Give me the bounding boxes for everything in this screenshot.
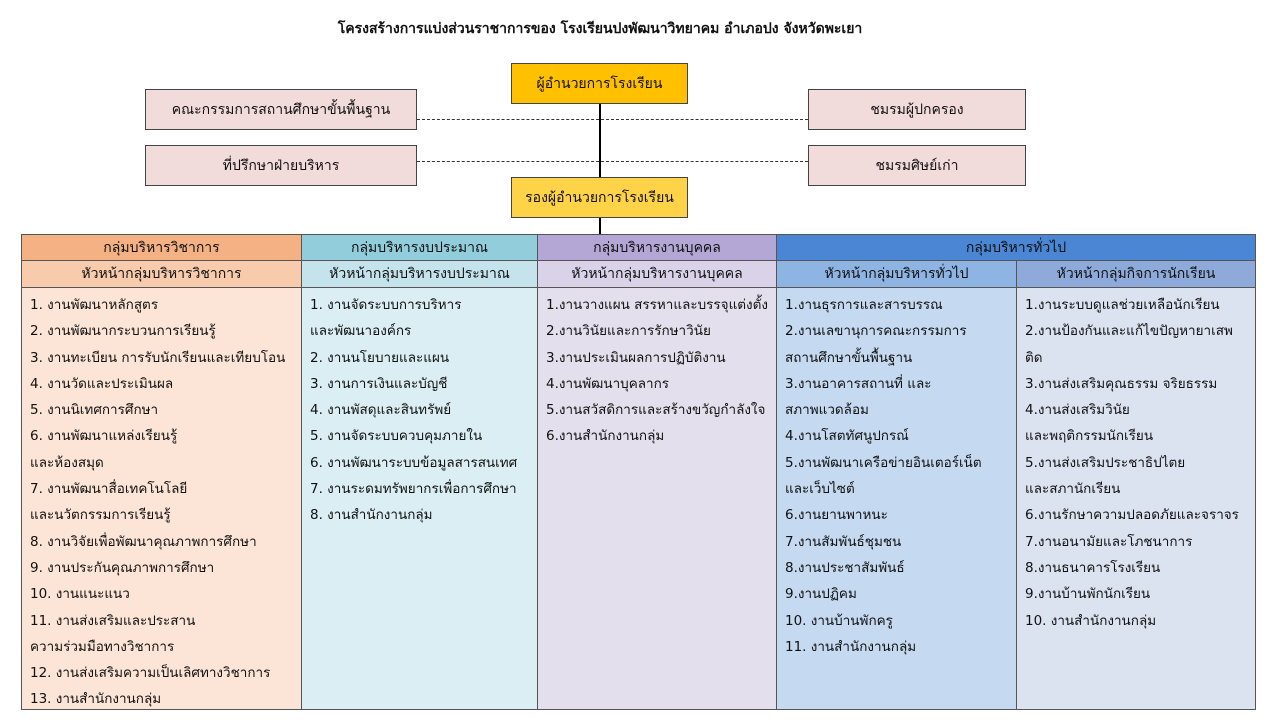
list-item: 8. งานสำนักงานกลุ่ม [310, 507, 433, 524]
list-item: 4. งานพัสดุและสินทรัพย์ [310, 402, 452, 419]
head-budget: หัวหน้ากลุ่มบริหารงบประมาณ [301, 260, 538, 288]
head-student: หัวหน้ากลุ่มกิจการนักเรียน [1016, 260, 1256, 288]
list-item: 4. งานวัดและประเมินผล [30, 375, 174, 392]
list-item: 7.งานสัมพันธ์ชุมชน [785, 533, 902, 550]
list-item: 8.งานประชาสัมพันธ์ [785, 559, 905, 576]
list-budget: 1. งานจัดระบบการบริหารและพัฒนาองค์กร 2. ง… [301, 287, 538, 710]
list-item: 2.งานวินัยและการรักษาวินัย [546, 323, 711, 340]
group-personnel: กลุ่มบริหารงานบุคคล [537, 234, 777, 261]
list-item: สถานศึกษาขั้นพื้นฐาน [785, 349, 913, 366]
list-item: และนวัตกรรมการเรียนรู้ [30, 507, 171, 524]
list-item: 2.งานป้องกันและแก้ไขปัญหายาเสพติด [1025, 323, 1233, 366]
list-item: 1. งานพัฒนาหลักสูตร [30, 297, 159, 313]
list-item: สภาพแวดล้อม [785, 402, 869, 419]
dashed-connector [417, 119, 808, 120]
head-academic: หัวหน้ากลุ่มบริหารวิชาการ [21, 260, 302, 288]
list-item: 7. งานระดมทรัพยากรเพื่อการศึกษา [310, 481, 517, 498]
list-item: 4.งานส่งเสริมวินัย [1025, 402, 1130, 419]
head-general: หัวหน้ากลุ่มบริหารทั่วไป [776, 260, 1017, 288]
list-item: 13. งานสำนักงานกลุ่ม [30, 691, 162, 708]
group-general: กลุ่มบริหารทั่วไป [776, 234, 1256, 261]
list-item: 4.งานพัฒนาบุคลากร [546, 375, 670, 392]
list-item: 3. งานการเงินและบัญชี [310, 375, 448, 392]
list-item: 6.งานยานพาหนะ [785, 507, 888, 524]
list-item: 6. งานพัฒนาระบบข้อมูลสารสนเทศ [310, 454, 518, 471]
list-item: 7.งานอนามัยและโภชนาการ [1025, 533, 1193, 550]
group-budget: กลุ่มบริหารงบประมาณ [301, 234, 538, 261]
list-item: 12. งานส่งเสริมความเป็นเลิศทางวิชาการ [30, 665, 271, 682]
list-item: 3.งานส่งเสริมคุณธรรม จริยธรรม [1025, 375, 1218, 392]
head-personnel: หัวหน้ากลุ่มบริหารงานบุคคล [537, 260, 777, 288]
list-item: 9. งานประกันคุณภาพการศึกษา [30, 559, 215, 576]
list-academic: 1. งานพัฒนาหลักสูตร 2. งานพัฒนากระบวนการเ… [21, 287, 302, 710]
list-item: 10. งานสำนักงานกลุ่ม [1025, 612, 1157, 629]
deputy-director-box: รองผู้อำนวยการโรงเรียน [511, 177, 688, 218]
list-item: และพฤติกรรมนักเรียน [1025, 428, 1154, 445]
list-item: และพัฒนาองค์กร [310, 323, 412, 340]
list-item: 6.งานสำนักงานกลุ่ม [546, 428, 665, 445]
list-item: 8. งานวิจัยเพื่อพัฒนาคุณภาพการศึกษา [30, 533, 257, 550]
school-board-box: คณะกรรมการสถานศึกษาขั้นพื้นฐาน [145, 89, 417, 130]
list-item: 5. งานจัดระบบควบคุมภายใน [310, 428, 483, 445]
list-personnel: 1.งานวางแผน สรรหาและบรรจุแต่งตั้ง 2.งานวิ… [537, 287, 777, 710]
director-box: ผู้อำนวยการโรงเรียน [511, 63, 688, 104]
list-item: 3. งานทะเบียน การรับนักเรียนและเทียบโอน [30, 349, 286, 366]
list-item: และสภานักเรียน [1025, 481, 1121, 498]
group-academic: กลุ่มบริหารวิชาการ [21, 234, 302, 261]
page-title: โครงสร้างการแบ่งส่วนราชาการของ โรงเรียนป… [337, 21, 863, 37]
list-item: 10. งานแนะแนว [30, 586, 130, 603]
list-item: 1. งานจัดระบบการบริหาร [310, 297, 462, 313]
list-item: 2.งานเลขานุการคณะกรรมการ [785, 323, 967, 340]
department-grid: กลุ่มบริหารวิชาการ กลุ่มบริหารงบประมาณ ก… [21, 234, 1256, 710]
list-item: 1.งานธุรการและสารบรรณ [785, 297, 943, 313]
list-item: 9.งานบ้านพักนักเรียน [1025, 586, 1151, 603]
connector-line [599, 104, 601, 177]
list-item: 8.งานธนาคารโรงเรียน [1025, 559, 1161, 576]
list-student: 1.งานระบบดูแลช่วยเหลือนักเรียน 2.งานป้องก… [1016, 287, 1256, 710]
list-item: 5.งานสวัสดิการและสร้างขวัญกำลังใจ [546, 402, 766, 419]
connector-line [599, 218, 601, 234]
list-item: 6. งานพัฒนาแหล่งเรียนรู้ [30, 428, 178, 445]
list-item: 5.งานพัฒนาเครือข่ายอินเตอร์เน็ต [785, 454, 982, 471]
list-item: 10. งานบ้านพักครู [785, 612, 893, 629]
dashed-connector [417, 161, 808, 162]
list-item: 7. งานพัฒนาสื่อเทคโนโลยี [30, 481, 188, 498]
list-item: และเว็บไซต์ [785, 481, 855, 498]
list-item: 1.งานวางแผน สรรหาและบรรจุแต่งตั้ง [546, 297, 769, 313]
list-item: 9.งานปฏิคม [785, 586, 857, 603]
list-item: 11. งานส่งเสริมและประสาน [30, 612, 196, 629]
list-item: 5. งานนิเทศการศึกษา [30, 402, 159, 419]
list-item: 3.งานประเมินผลการปฏิบัติงาน [546, 349, 726, 366]
list-general: 1.งานธุรการและสารบรรณ 2.งานเลขานุการคณะกร… [776, 287, 1017, 710]
list-item: 5.งานส่งเสริมประชาธิปไตย [1025, 454, 1186, 471]
list-item: 3.งานอาคารสถานที่ และ [785, 375, 932, 392]
list-item: 6.งานรักษาความปลอดภัยและจราจร [1025, 507, 1239, 524]
list-item: 4.งานโสตทัศนูปกรณ์ [785, 428, 909, 445]
list-item: 11. งานสำนักงานกลุ่ม [785, 638, 917, 655]
list-item: 2. งานนโยบายและแผน [310, 349, 450, 366]
parents-club-box: ชมรมผู้ปกครอง [808, 89, 1026, 130]
list-item: ความร่วมมือทางวิชาการ [30, 638, 175, 655]
alumni-club-box: ชมรมศิษย์เก่า [808, 145, 1026, 186]
list-item: 2. งานพัฒนากระบวนการเรียนรู้ [30, 323, 216, 340]
list-item: 1.งานระบบดูแลช่วยเหลือนักเรียน [1025, 297, 1220, 313]
advisory-box: ที่ปรึกษาฝ่ายบริหาร [145, 145, 417, 186]
list-item: และห้องสมุด [30, 454, 104, 471]
